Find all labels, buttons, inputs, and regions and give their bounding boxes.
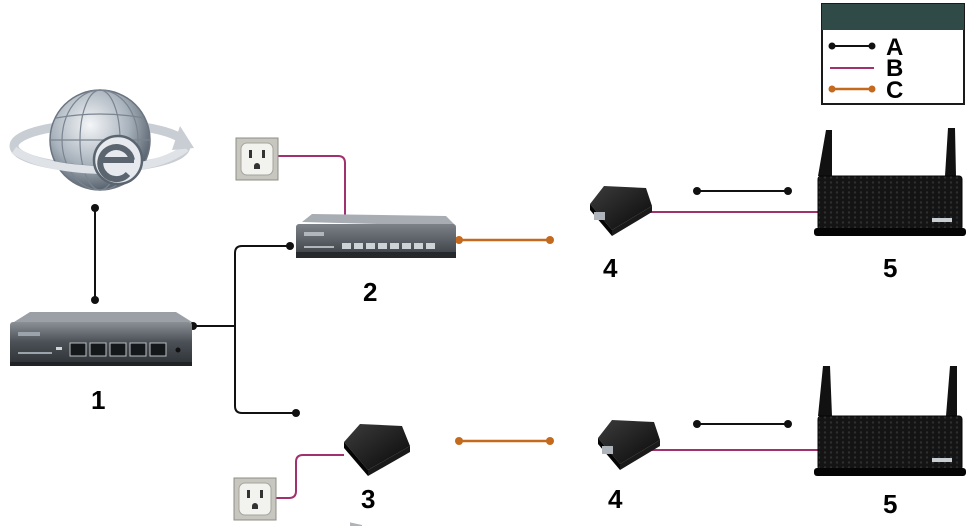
access-point-bottom-device xyxy=(814,366,966,476)
wire-switch-splitter-top xyxy=(455,236,554,244)
power-outlet-bottom xyxy=(233,477,277,521)
access-point-top-number-label: 5 xyxy=(883,253,897,283)
legend-item-a: A xyxy=(828,34,903,61)
legend-item-b: B xyxy=(830,55,903,82)
power-outlet-top xyxy=(235,137,279,181)
legend-label-a: A xyxy=(886,34,903,61)
access-point-bottom-number-label: 5 xyxy=(883,489,897,519)
wire-injector-splitter-bottom xyxy=(455,437,554,445)
access-point-top-device xyxy=(814,128,966,236)
router-ports xyxy=(69,342,167,357)
wire-internet-router xyxy=(91,204,99,304)
poe-splitter-bottom-number-label: 4 xyxy=(608,484,623,514)
poe-switch-device xyxy=(296,214,456,258)
router-number-label: 1 xyxy=(91,385,105,415)
wire-router-branch xyxy=(189,242,300,417)
legend-item-c: C xyxy=(828,77,903,104)
internet-globe-icon xyxy=(9,89,194,191)
legend: A B C xyxy=(821,3,965,105)
legend-label-c: C xyxy=(886,77,903,104)
wire-outlet-switch xyxy=(278,155,346,215)
wire-outlet-injector xyxy=(276,454,344,499)
poe-splitter-top-device xyxy=(590,186,652,236)
wires xyxy=(91,155,818,499)
wire-splitter-ap-bottom-data xyxy=(693,420,792,428)
wire-splitter-ap-top-data xyxy=(693,187,792,195)
poe-injector-device xyxy=(344,424,410,526)
poe-switch-number-label: 2 xyxy=(363,277,377,307)
router-device xyxy=(10,312,192,366)
poe-injector-number-label: 3 xyxy=(361,484,375,514)
switch-ports xyxy=(342,243,435,249)
legend-label-b: B xyxy=(886,55,903,82)
poe-splitter-top-number-label: 4 xyxy=(603,253,618,283)
poe-splitter-bottom-device xyxy=(598,420,660,470)
